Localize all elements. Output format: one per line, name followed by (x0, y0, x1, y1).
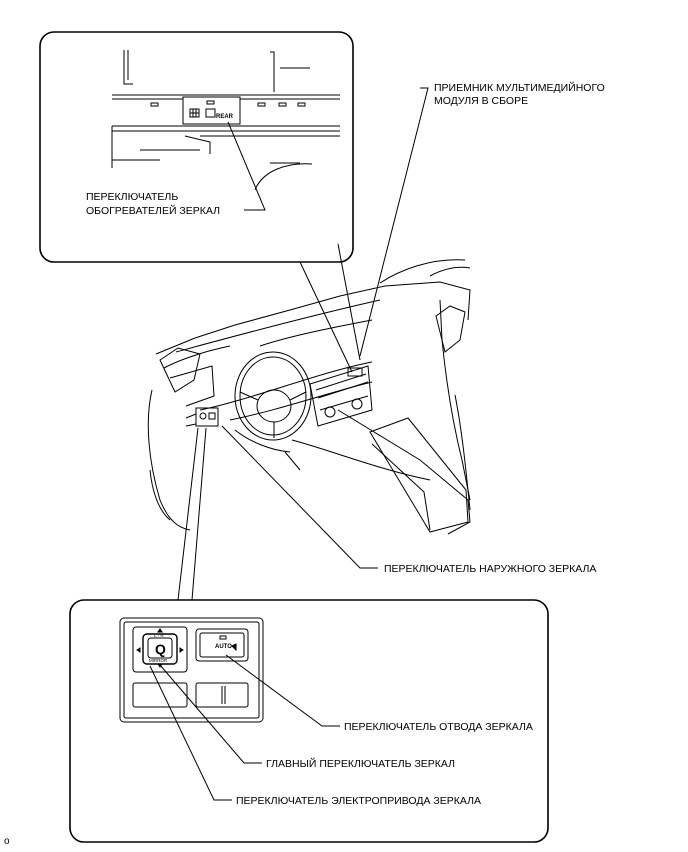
label-outer-mirror-switch: ПЕРЕКЛЮЧАТЕЛЬ НАРУЖНОГО ЗЕРКАЛА (384, 563, 596, 575)
bottom-inset-frame (69, 599, 549, 843)
top-inset-frame (39, 31, 354, 263)
power-mirror-switch (132, 626, 188, 673)
center-stack (309, 365, 373, 427)
blank-button-left (132, 682, 188, 708)
dashboard-outline (155, 281, 471, 355)
label-multimedia-receiver-1: ПРИЕМНИК МУЛЬТИМЕДИЙНОГО (434, 81, 605, 94)
label-power-mirror-switch: ПЕРЕКЛЮЧАТЕЛЬ ЭЛЕКТРОПРИВОДА ЗЕРКАЛА (236, 795, 481, 807)
mirror-retract-switch (195, 628, 249, 662)
label-heater-switch-2: ОБОГРЕВАТЕЛЕЙ ЗЕРКАЛ (86, 204, 220, 217)
label-multimedia-receiver-2: МОДУЛЯ В СБОРЕ (434, 95, 528, 107)
auto-text: AUTO (215, 644, 232, 650)
label-main-mirror-switch: ГЛАВНЫЙ ПЕРЕКЛЮЧАТЕЛЬ ЗЕРКАЛ (266, 757, 455, 770)
figure-id: o (4, 836, 10, 847)
rear-text: REAR (216, 114, 234, 120)
switch-bezel (119, 617, 264, 723)
mirror-text: MIRROR (149, 658, 168, 663)
rear-heater-switch-panel (182, 96, 241, 125)
steering-wheel (234, 351, 312, 441)
center-console (369, 417, 469, 533)
q-glyph: Q (155, 641, 166, 657)
label-mirror-retract-switch: ПЕРЕКЛЮЧАТЕЛЬ ОТВОДА ЗЕРКАЛА (344, 721, 533, 733)
blank-button-right (195, 682, 249, 708)
outer-mirror-switch-small (195, 407, 219, 427)
label-heater-switch-1: ПЕРЕКЛЮЧАТЕЛЬ (86, 191, 178, 203)
lr-text: L ◦ R (154, 633, 164, 638)
